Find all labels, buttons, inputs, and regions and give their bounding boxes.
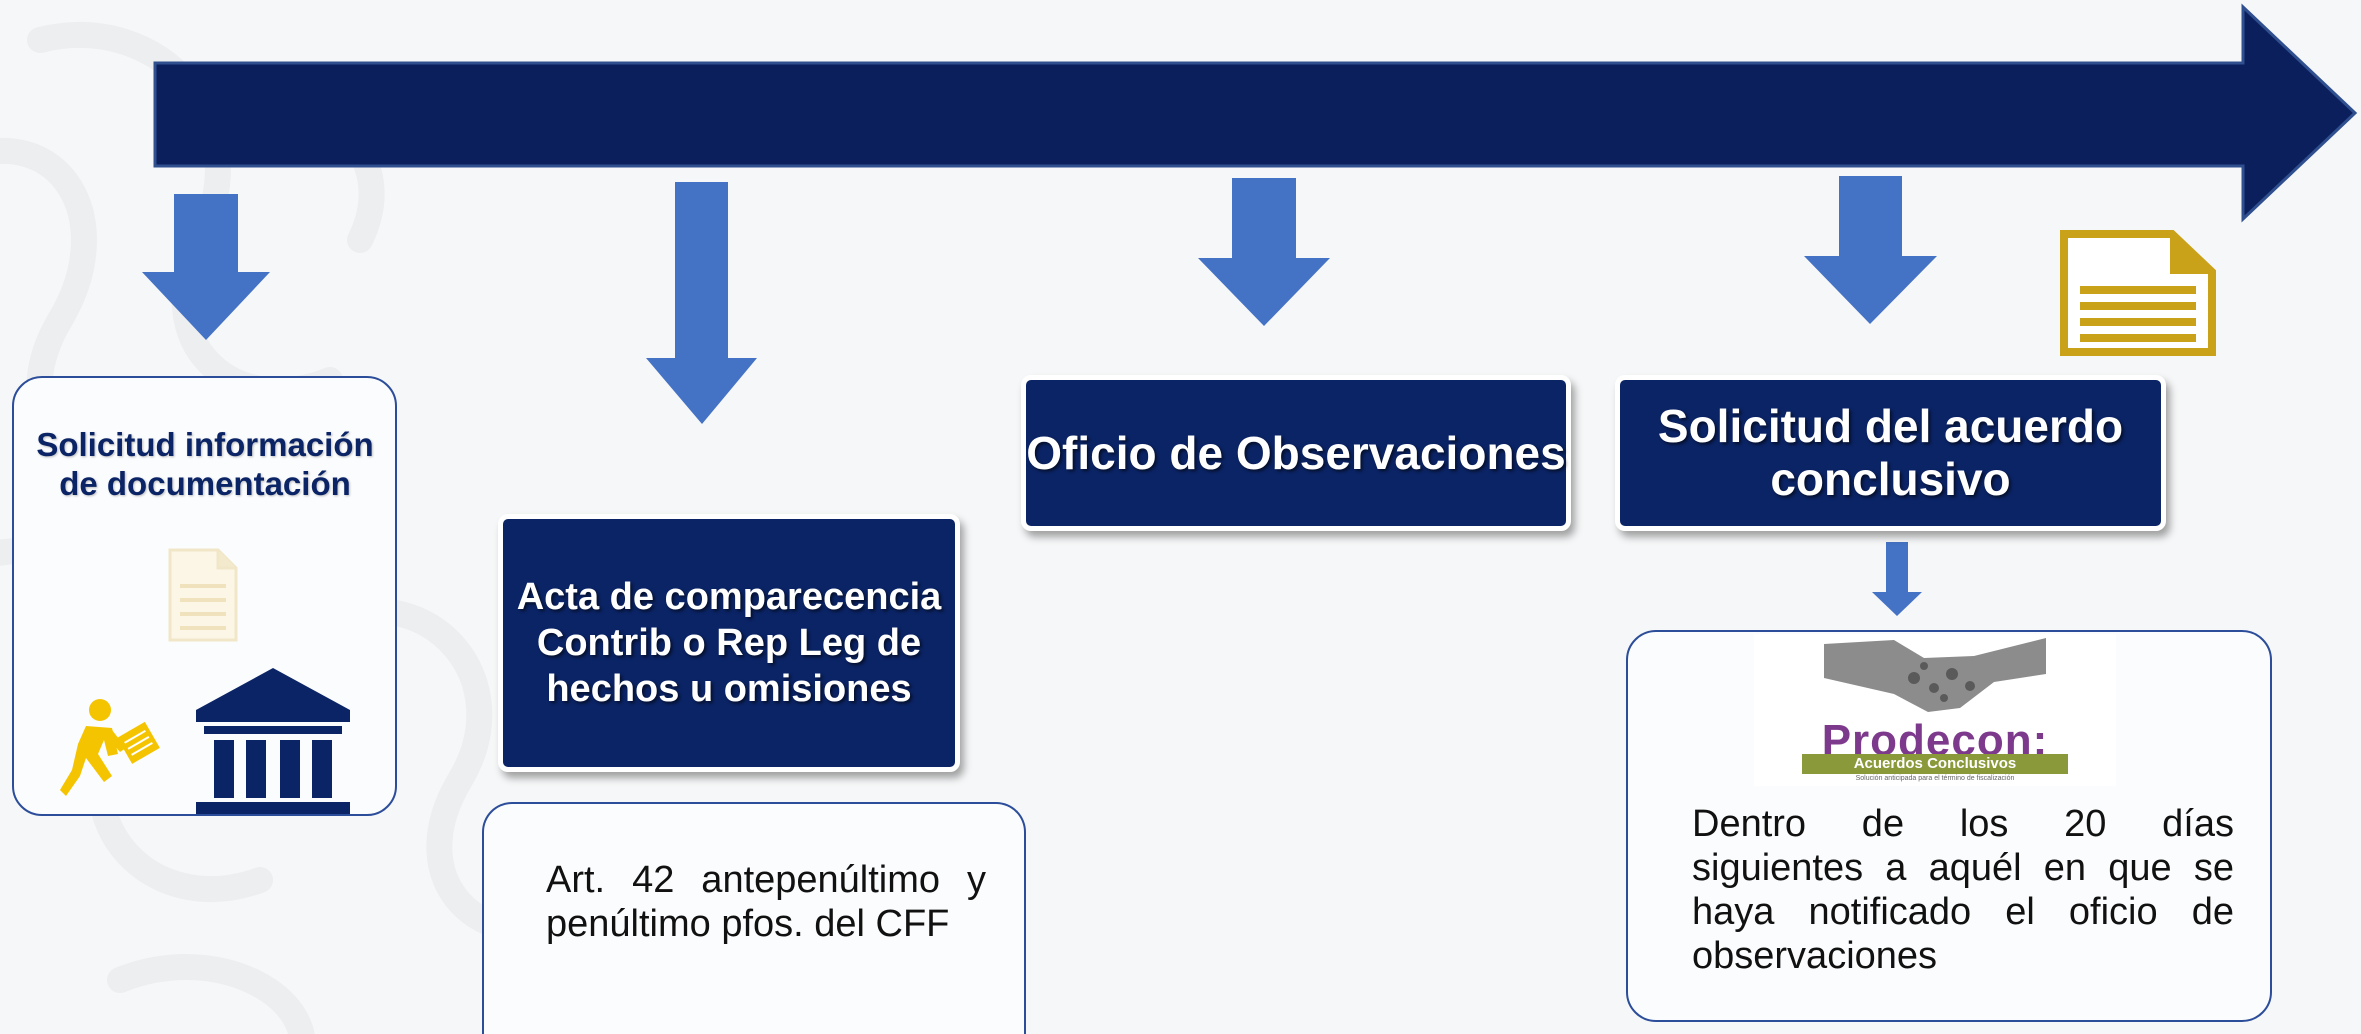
- acuerdo-conclusivo-box: Solicitud del acuerdo conclusivo: [1615, 375, 2166, 531]
- down-arrow-3: [1198, 178, 1330, 326]
- down-arrow-2: [646, 182, 757, 424]
- prodecon-tagline: Solución anticipada para el término de f…: [1855, 775, 2015, 782]
- down-arrow-1: [142, 194, 270, 340]
- oficio-observaciones-box: Oficio de Observaciones: [1021, 375, 1571, 531]
- acta-label: Acta de comparecencia Contrib o Rep Leg …: [516, 576, 942, 710]
- art-note-card: [482, 802, 1026, 1034]
- timeline-arrow: [153, 3, 2358, 223]
- dentro-note-text: Dentro de los 20 días siguientes a aquél…: [1692, 803, 2234, 977]
- prodecon-subtitle: Acuerdos Conclusivos: [1802, 754, 2068, 774]
- walking-person-icon: [60, 699, 160, 796]
- down-arrow-5: [1872, 542, 1922, 616]
- art-note-text: Art. 42 antepenúltimo y penúltimo pfos. …: [546, 859, 986, 945]
- bank-building-icon: [196, 668, 350, 814]
- document-gold-icon: [2060, 230, 2216, 356]
- solicitud-info-label: Solicitud información de documentación: [36, 426, 374, 502]
- prodecon-logo: Prodecon: Acuerdos Conclusivos Solución …: [1754, 634, 2116, 786]
- acuerdo-label: Solicitud del acuerdo conclusivo: [1657, 400, 2124, 505]
- down-arrow-4: [1804, 176, 1937, 324]
- acta-comparecencia-box: Acta de comparecencia Contrib o Rep Leg …: [498, 514, 960, 772]
- document-icon: [168, 548, 238, 642]
- handshake-icon: [1824, 638, 2046, 712]
- oficio-label: Oficio de Observaciones: [1026, 426, 1566, 479]
